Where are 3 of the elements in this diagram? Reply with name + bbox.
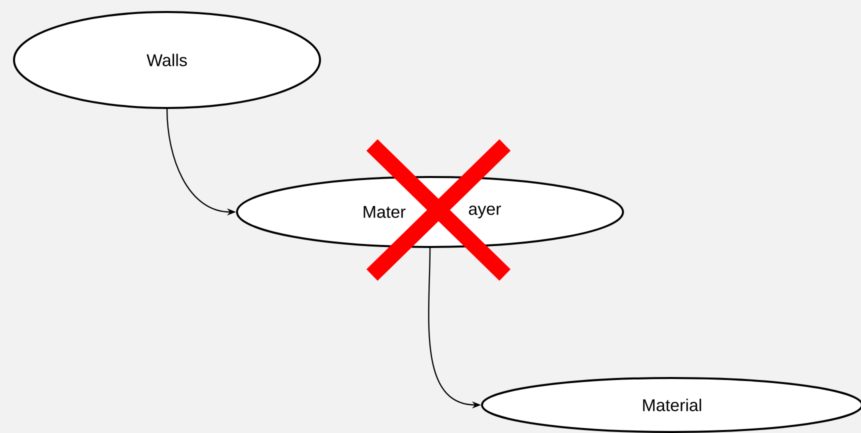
ellipse-node: Mater ayer xyxy=(236,176,624,248)
ellipse-node: Material xyxy=(481,377,861,433)
ellipse-node: Walls xyxy=(13,11,321,109)
